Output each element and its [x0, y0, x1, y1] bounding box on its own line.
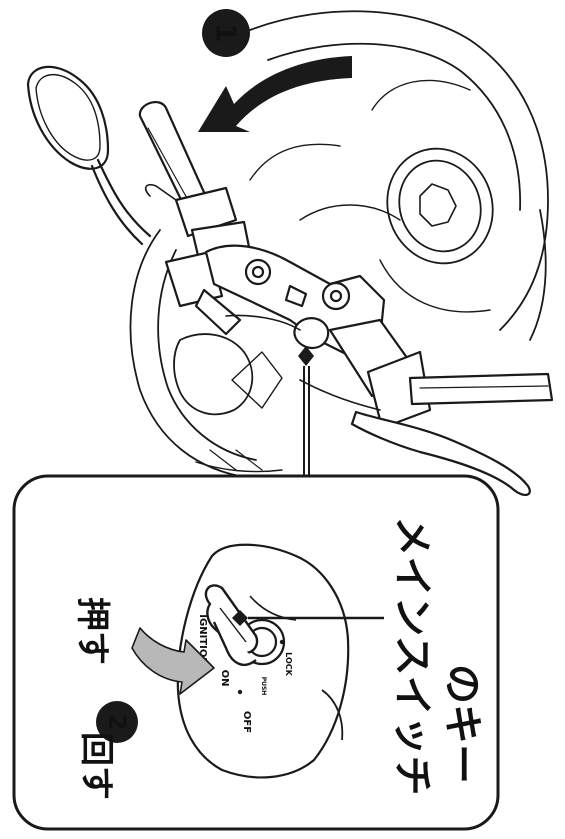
switch-position-labels: IGNITION ON OFF PUSH LOCK [197, 614, 293, 733]
switch-label-ignition: IGNITION [197, 614, 208, 665]
key-location-marker [298, 346, 314, 366]
key-label-marker [232, 610, 248, 626]
left-grip-illustration [138, 100, 252, 336]
mirror-illustration [26, 65, 152, 246]
right-grip-illustration [225, 314, 554, 496]
main-switch-key-label-line1: メインスイッチ [389, 516, 435, 795]
push-label: 押す [72, 597, 112, 665]
main-switch-key-label-line2: のキー [439, 664, 485, 784]
switch-label-on: ON [219, 670, 230, 687]
step-2-number: 2 [103, 714, 131, 731]
main-switch-key [204, 584, 259, 667]
fuel-tank-illustration [249, 10, 549, 341]
step-2-badge: 2 [96, 701, 138, 743]
switch-label-off: OFF [241, 711, 252, 733]
motorcycle-illustration [26, 10, 554, 496]
step-2-badge-circle [96, 701, 138, 743]
switch-label-push: PUSH [260, 677, 267, 696]
turn-label: 回す [76, 732, 116, 800]
step-1-badge-circle [202, 9, 250, 57]
step-1-badge: 1 [202, 9, 250, 57]
step-1-number: 1 [210, 23, 243, 42]
fairing-illustration [129, 143, 401, 479]
rotate-handlebar-arrow [198, 56, 352, 132]
switch-label-lock: LOCK [284, 652, 293, 676]
switch-dot-off [237, 689, 243, 695]
switch-dot-lock [279, 639, 285, 645]
push-arrow [131, 627, 215, 695]
